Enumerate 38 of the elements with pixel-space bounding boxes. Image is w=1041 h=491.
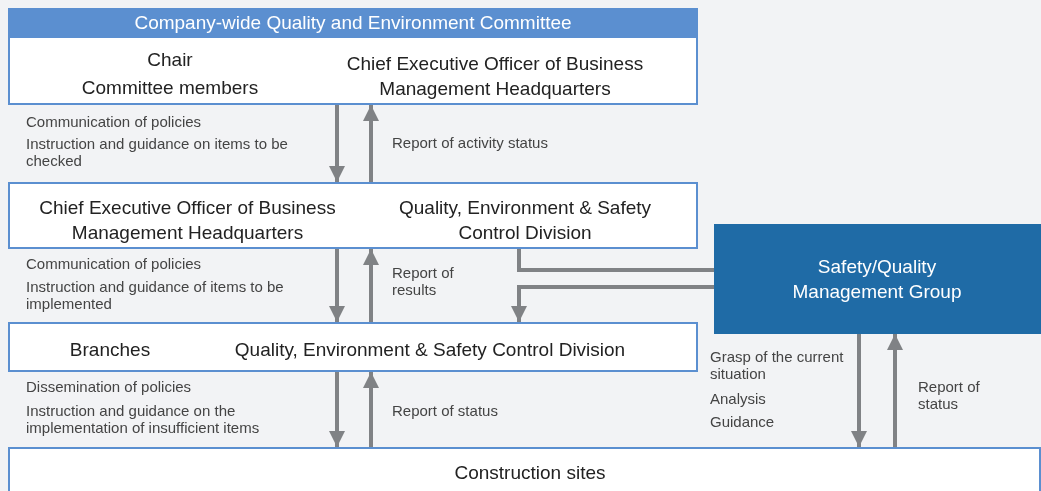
arrow <box>511 285 714 322</box>
arrow <box>363 249 379 322</box>
organization-box <box>8 182 698 249</box>
box-text: Safety/Quality Management Group <box>791 255 963 304</box>
edge-label: Report of status <box>392 403 499 420</box>
box-text: Construction sites <box>453 461 607 485</box>
annotation-text: Analysis <box>710 391 767 408</box>
arrow <box>887 334 903 447</box>
box-text: Chief Executive Officer of Business Management Headquarters <box>345 52 645 101</box>
arrow <box>329 105 345 182</box>
box-text: Quality, Environment & Safety Control Division <box>233 338 627 362</box>
annotation-text: Instruction and guidance of items to be implemented <box>26 279 285 312</box>
annotation-text: Instruction and guidance on the implementation of insufficient items <box>26 403 261 436</box>
edge-label: Report of status <box>918 379 981 412</box>
connector-line <box>517 249 714 272</box>
annotation-text: Guidance <box>710 414 776 431</box>
annotation-text: Grasp of the current situation <box>710 349 845 382</box>
header-band: Company-wide Quality and Environment Committee <box>8 8 698 38</box>
annotation-text: Instruction and guidance on items to be checked <box>26 136 289 169</box>
box-text: Chair <box>146 48 194 72</box>
arrow <box>329 372 345 447</box>
organization-box <box>8 8 698 105</box>
box-text: Quality, Environment & Safety Control Division <box>397 196 652 245</box>
annotation-text: Communication of policies <box>26 114 203 131</box>
organization-box <box>8 322 698 372</box>
arrow <box>329 249 345 322</box>
arrow <box>363 105 379 182</box>
annotation-text: Communication of policies <box>26 256 203 273</box>
box-text: Chief Executive Officer of Business Management Headquarters <box>38 196 337 245</box>
arrow <box>363 372 379 447</box>
box-text: Committee members <box>80 76 260 100</box>
edge-label: Report of activity status <box>392 135 549 152</box>
edge-label: Report of results <box>392 265 455 298</box>
box-text: Branches <box>68 338 152 362</box>
group-box <box>714 224 1041 334</box>
arrow <box>851 334 867 447</box>
annotation-text: Dissemination of policies <box>26 379 193 396</box>
organization-box <box>8 447 1041 491</box>
